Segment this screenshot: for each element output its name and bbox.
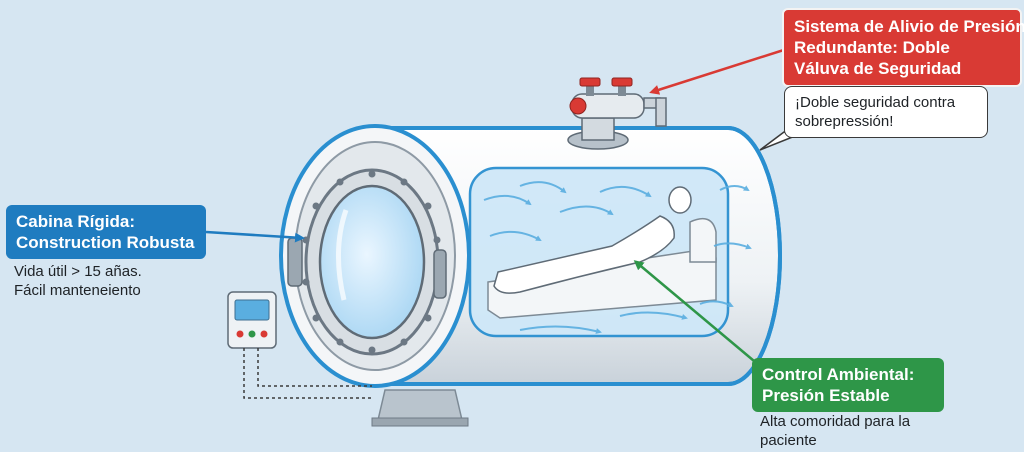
- safety-bubble: ¡Doble seguridad contra sobrepressión!: [784, 86, 988, 138]
- safety-valve-callout: Sistema de Alivio de Presión Redundante:…: [782, 8, 1024, 87]
- environment-note-line-1: Alta comoridad para la: [760, 413, 911, 430]
- safety-valve-title-line-1: Sistema de Alivio de Presión: [794, 17, 1024, 36]
- environment-leader: [633, 260, 761, 367]
- cabin-title-line-2: Construction Robusta: [16, 233, 195, 252]
- environment-note: Alta comoridad para la paciente: [760, 412, 910, 450]
- environment-callout: Control Ambiental: Presión Estable: [752, 358, 944, 412]
- cabin-note-line-2: Fácil manteneiento: [14, 282, 141, 299]
- safety-bubble-line-2: sobrepressión!: [795, 113, 894, 130]
- cabin-callout: Cabina Rígida: Construction Robusta: [6, 205, 206, 259]
- cabin-note-line-1: Vida útil > 15 añas.: [14, 263, 142, 280]
- airflow-arrow-icon: [483, 181, 752, 334]
- cabin-leader: [205, 230, 305, 243]
- environment-note-line-2: paciente: [760, 432, 817, 449]
- control-panel-icon: [227, 291, 372, 399]
- safety-valve-title-line-2: Redundante: Doble: [794, 38, 950, 57]
- cabin-note: Vida útil > 15 añas. Fácil manteneiento: [14, 262, 142, 300]
- safety-bubble-line-1: ¡Doble seguridad contra: [795, 94, 956, 111]
- cabin-title-line-1: Cabina Rígida:: [16, 212, 136, 231]
- environment-title-line-1: Control Ambiental:: [762, 365, 915, 384]
- patient-icon: [487, 186, 717, 319]
- environment-title-line-2: Presión Estable: [762, 386, 890, 405]
- safety-valve-title-line-3: Váluva de Seguridad: [794, 59, 962, 78]
- safety-valve-icon: [567, 77, 667, 150]
- safety-valve-leader: [649, 46, 791, 95]
